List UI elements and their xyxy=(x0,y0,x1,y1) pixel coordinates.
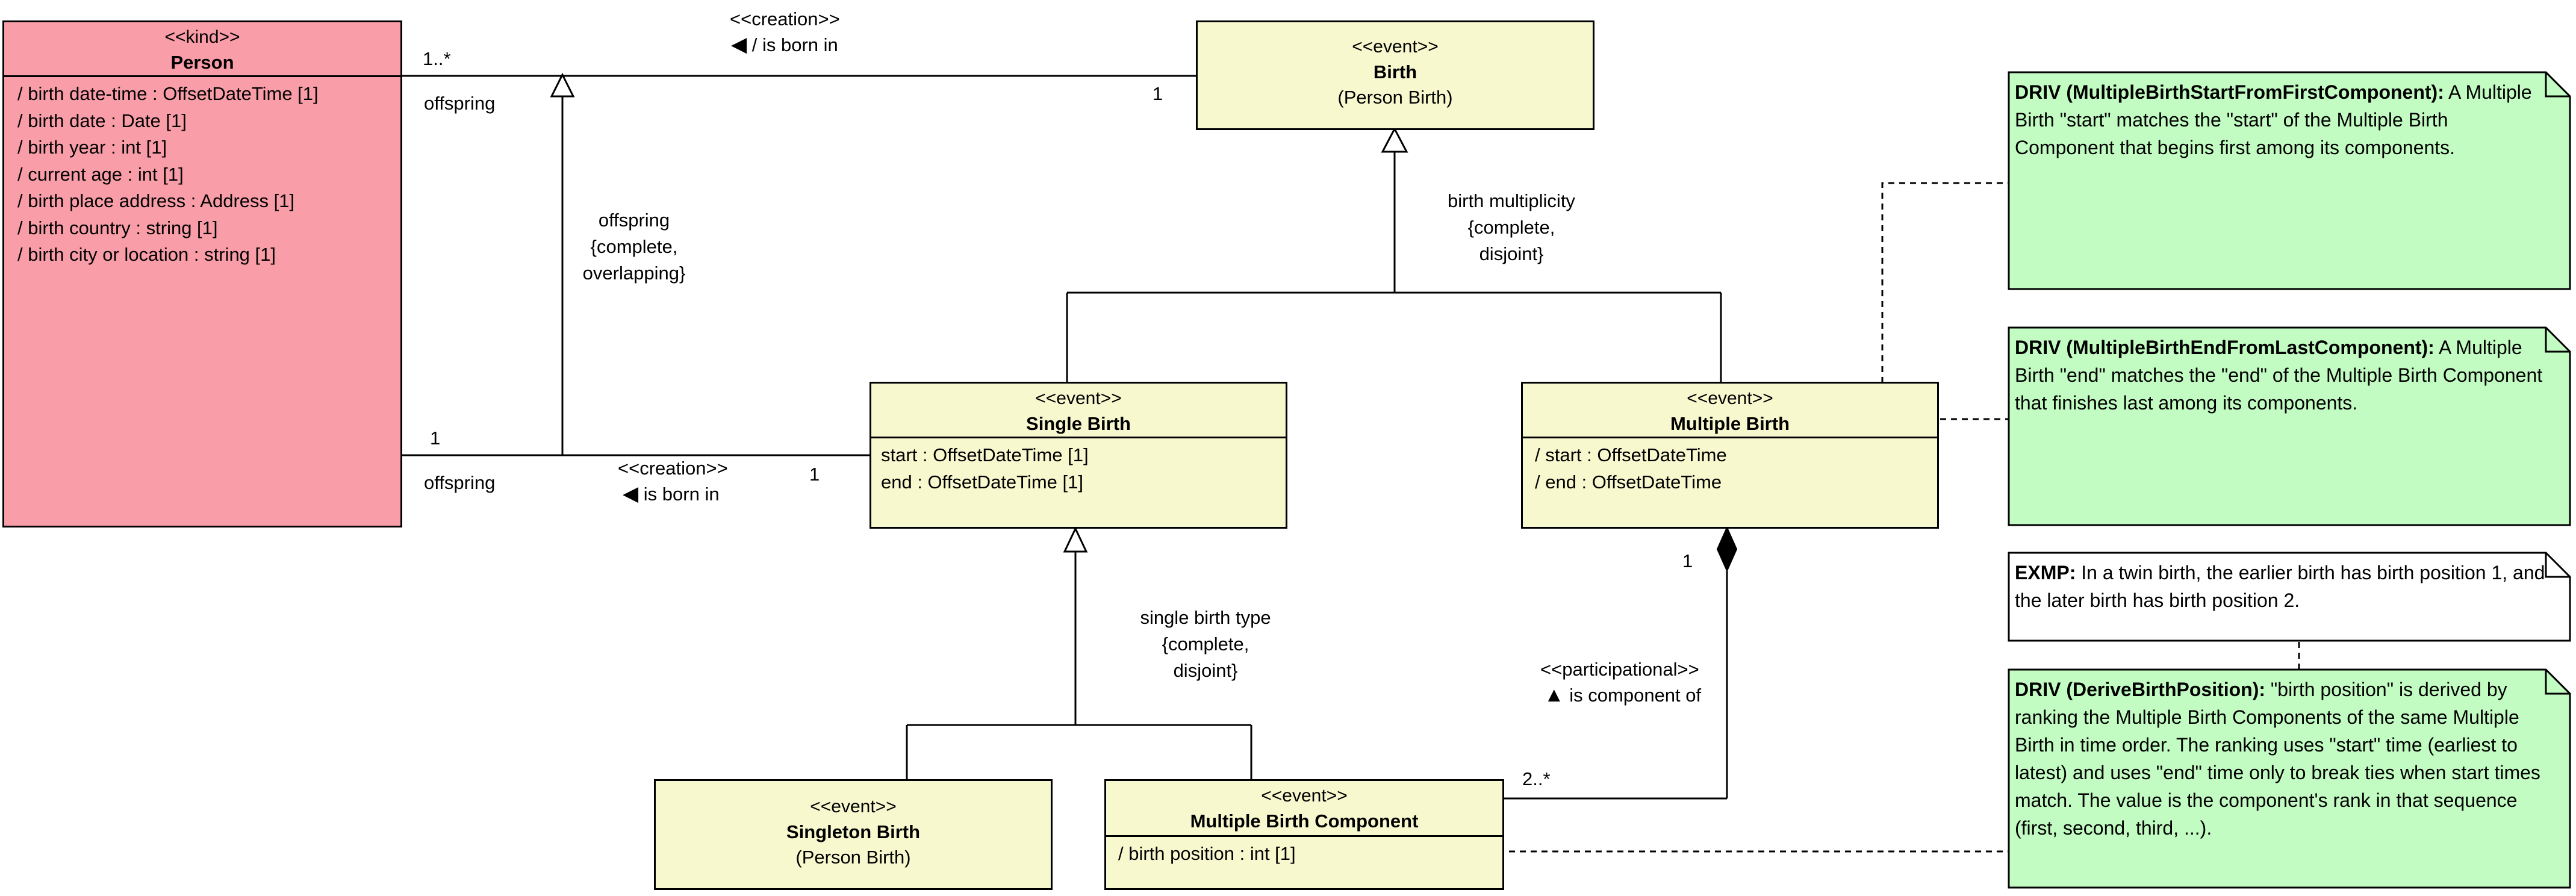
composition-multiplicity-part: 2..* xyxy=(1522,768,1551,789)
person-attribute: / birth date : Date [1] xyxy=(17,110,187,131)
offspring-generalization-set: offspring {complete, overlapping} xyxy=(577,207,691,287)
note-anchor-start xyxy=(1881,182,2009,383)
person-name: Person xyxy=(170,52,234,73)
person-attribute: / current age : int [1] xyxy=(17,163,184,185)
top-multiplicity-birth: 1 xyxy=(1153,83,1163,104)
component-stereotype: <<event>> xyxy=(1261,786,1348,806)
reading-direction-up-icon: ▲ xyxy=(1544,683,1564,706)
gs-birth-multiplicity-disjoint: disjoint} xyxy=(1479,243,1544,264)
single-birth-stereotype: <<event>> xyxy=(1035,388,1122,408)
person-attributes: / birth date-time : OffsetDateTime [1] /… xyxy=(4,75,400,269)
top-born-in-text: / is born in xyxy=(751,34,838,55)
person-attribute: / birth date-time : OffsetDateTime [1] xyxy=(17,83,319,104)
gs-birth-multiplicity-complete: {complete, xyxy=(1467,217,1555,238)
single-birth-name: Single Birth xyxy=(1026,413,1131,434)
gs-single-birth-type-disjoint: disjoint} xyxy=(1173,660,1238,681)
bottom-multiplicity-person: 1 xyxy=(430,428,441,449)
note-exmp-text: In a twin birth, the earlier birth has b… xyxy=(2015,562,2545,611)
note-shape-exmp xyxy=(2008,552,2571,642)
gs-offspring-overlapping: overlapping} xyxy=(582,263,686,284)
multiple-birth-attributes: / start : OffsetDateTime / end : OffsetD… xyxy=(1523,437,1937,496)
birth-subtitle: (Person Birth) xyxy=(1337,87,1453,108)
is-component-of-text: is component of xyxy=(1569,685,1702,706)
person-attribute: / birth place address : Address [1] xyxy=(17,190,295,211)
gs-offspring-complete: {complete, xyxy=(590,236,678,257)
birth-stereotype: <<event>> xyxy=(1352,37,1439,57)
person-attribute: / birth city or location : string [1] xyxy=(17,244,276,265)
single-birth-class[interactable]: <<event>> Single Birth start : OffsetDat… xyxy=(870,382,1287,529)
component-name: Multiple Birth Component xyxy=(1190,810,1419,832)
note-driv-position-text: "birth position" is derived by ranking t… xyxy=(2015,679,2540,839)
note-exmp: EXMP: In a twin birth, the earlier birth… xyxy=(2009,554,2570,639)
participational-stereotype: <<participational>> xyxy=(1540,659,1699,680)
single-birth-type-generalization-set: single birth type {complete, disjoint} xyxy=(1121,605,1290,684)
component-attribute: / birth position : int [1] xyxy=(1118,843,1296,864)
note-shape-driv-start xyxy=(2008,71,2571,290)
reading-direction-left-icon: ◀ xyxy=(731,33,747,56)
note-driv-start-text: A Multiple Birth "start" matches the "st… xyxy=(2015,81,2532,158)
bottom-role-offspring: offspring xyxy=(424,472,496,493)
note-driv-start: DRIV (MultipleBirthStartFromFirstCompone… xyxy=(2009,73,2570,288)
note-shape-driv-end xyxy=(2008,326,2571,526)
top-creation-stereotype: <<creation>> xyxy=(730,8,840,30)
composition-multiplicity-whole: 1 xyxy=(1682,550,1693,571)
note-driv-position-title: DRIV (DeriveBirthPosition): xyxy=(2015,679,2266,700)
single-birth-attribute: start : OffsetDateTime [1] xyxy=(881,444,1089,465)
multiple-birth-class[interactable]: <<event>> Multiple Birth / start : Offse… xyxy=(1521,382,1939,529)
singleton-birth-subtitle: (Person Birth) xyxy=(795,847,911,868)
is-component-of-label: ▲ is component of xyxy=(1544,682,1701,709)
birth-class[interactable]: <<event>> Birth (Person Birth) xyxy=(1196,20,1594,130)
note-driv-end-text: A Multiple Birth "end" matches the "end"… xyxy=(2015,337,2543,414)
reading-direction-left-icon: ◀ xyxy=(623,482,639,505)
singleton-birth-stereotype: <<event>> xyxy=(810,797,897,817)
generalization-arrowhead-single-birth xyxy=(1063,526,1088,553)
bottom-born-in-label: ◀ is born in xyxy=(623,481,720,508)
generalization-arrowhead-person xyxy=(550,72,575,98)
note-driv-end: DRIV (MultipleBirthEndFromLastComponent)… xyxy=(2009,329,2570,524)
multiple-birth-attribute: / start : OffsetDateTime xyxy=(1535,444,1727,465)
gs-birth-multiplicity-name: birth multiplicity xyxy=(1448,190,1575,211)
person-stereotype: <<kind>> xyxy=(164,27,240,47)
singleton-birth-class[interactable]: <<event>> Singleton Birth (Person Birth) xyxy=(654,779,1053,890)
composition-diamond xyxy=(1716,526,1738,573)
person-class[interactable]: <<kind>> Person / birth date-time : Offs… xyxy=(2,20,402,527)
gs-offspring-name: offspring xyxy=(598,210,670,231)
person-attribute: / birth country : string [1] xyxy=(17,217,218,238)
birth-multiplicity-generalization-set: birth multiplicity {complete, disjoint} xyxy=(1433,188,1590,267)
bottom-creation-stereotype: <<creation>> xyxy=(618,458,728,479)
top-multiplicity-person: 1..* xyxy=(423,48,451,69)
multiple-birth-name: Multiple Birth xyxy=(1670,413,1790,434)
multiple-birth-stereotype: <<event>> xyxy=(1687,388,1773,408)
note-shape-driv-position xyxy=(2008,668,2571,889)
single-birth-attributes: start : OffsetDateTime [1] end : OffsetD… xyxy=(871,437,1286,496)
singleton-birth-name: Singleton Birth xyxy=(786,821,921,842)
generalization-arrowhead-birth xyxy=(1381,126,1408,153)
gs-single-birth-type-complete: {complete, xyxy=(1162,633,1249,655)
single-birth-attribute: end : OffsetDateTime [1] xyxy=(881,471,1083,493)
multiple-birth-attribute: / end : OffsetDateTime xyxy=(1535,471,1722,493)
note-exmp-title: EXMP: xyxy=(2015,562,2076,583)
note-driv-start-title: DRIV (MultipleBirthStartFromFirstCompone… xyxy=(2015,81,2444,103)
multiple-birth-component-class[interactable]: <<event>> Multiple Birth Component / bir… xyxy=(1104,779,1504,890)
component-attributes: / birth position : int [1] xyxy=(1106,835,1502,868)
note-driv-position: DRIV (DeriveBirthPosition): "birth posit… xyxy=(2009,671,2570,886)
note-driv-end-title: DRIV (MultipleBirthEndFromLastComponent)… xyxy=(2015,337,2434,358)
gs-single-birth-type-name: single birth type xyxy=(1140,607,1271,628)
birth-name: Birth xyxy=(1373,61,1417,82)
top-born-in-label: ◀ / is born in xyxy=(731,31,838,58)
bottom-multiplicity-single-birth: 1 xyxy=(809,464,820,485)
top-role-offspring: offspring xyxy=(424,93,496,114)
person-attribute: / birth year : int [1] xyxy=(17,137,167,158)
bottom-born-in-text: is born in xyxy=(643,484,720,505)
